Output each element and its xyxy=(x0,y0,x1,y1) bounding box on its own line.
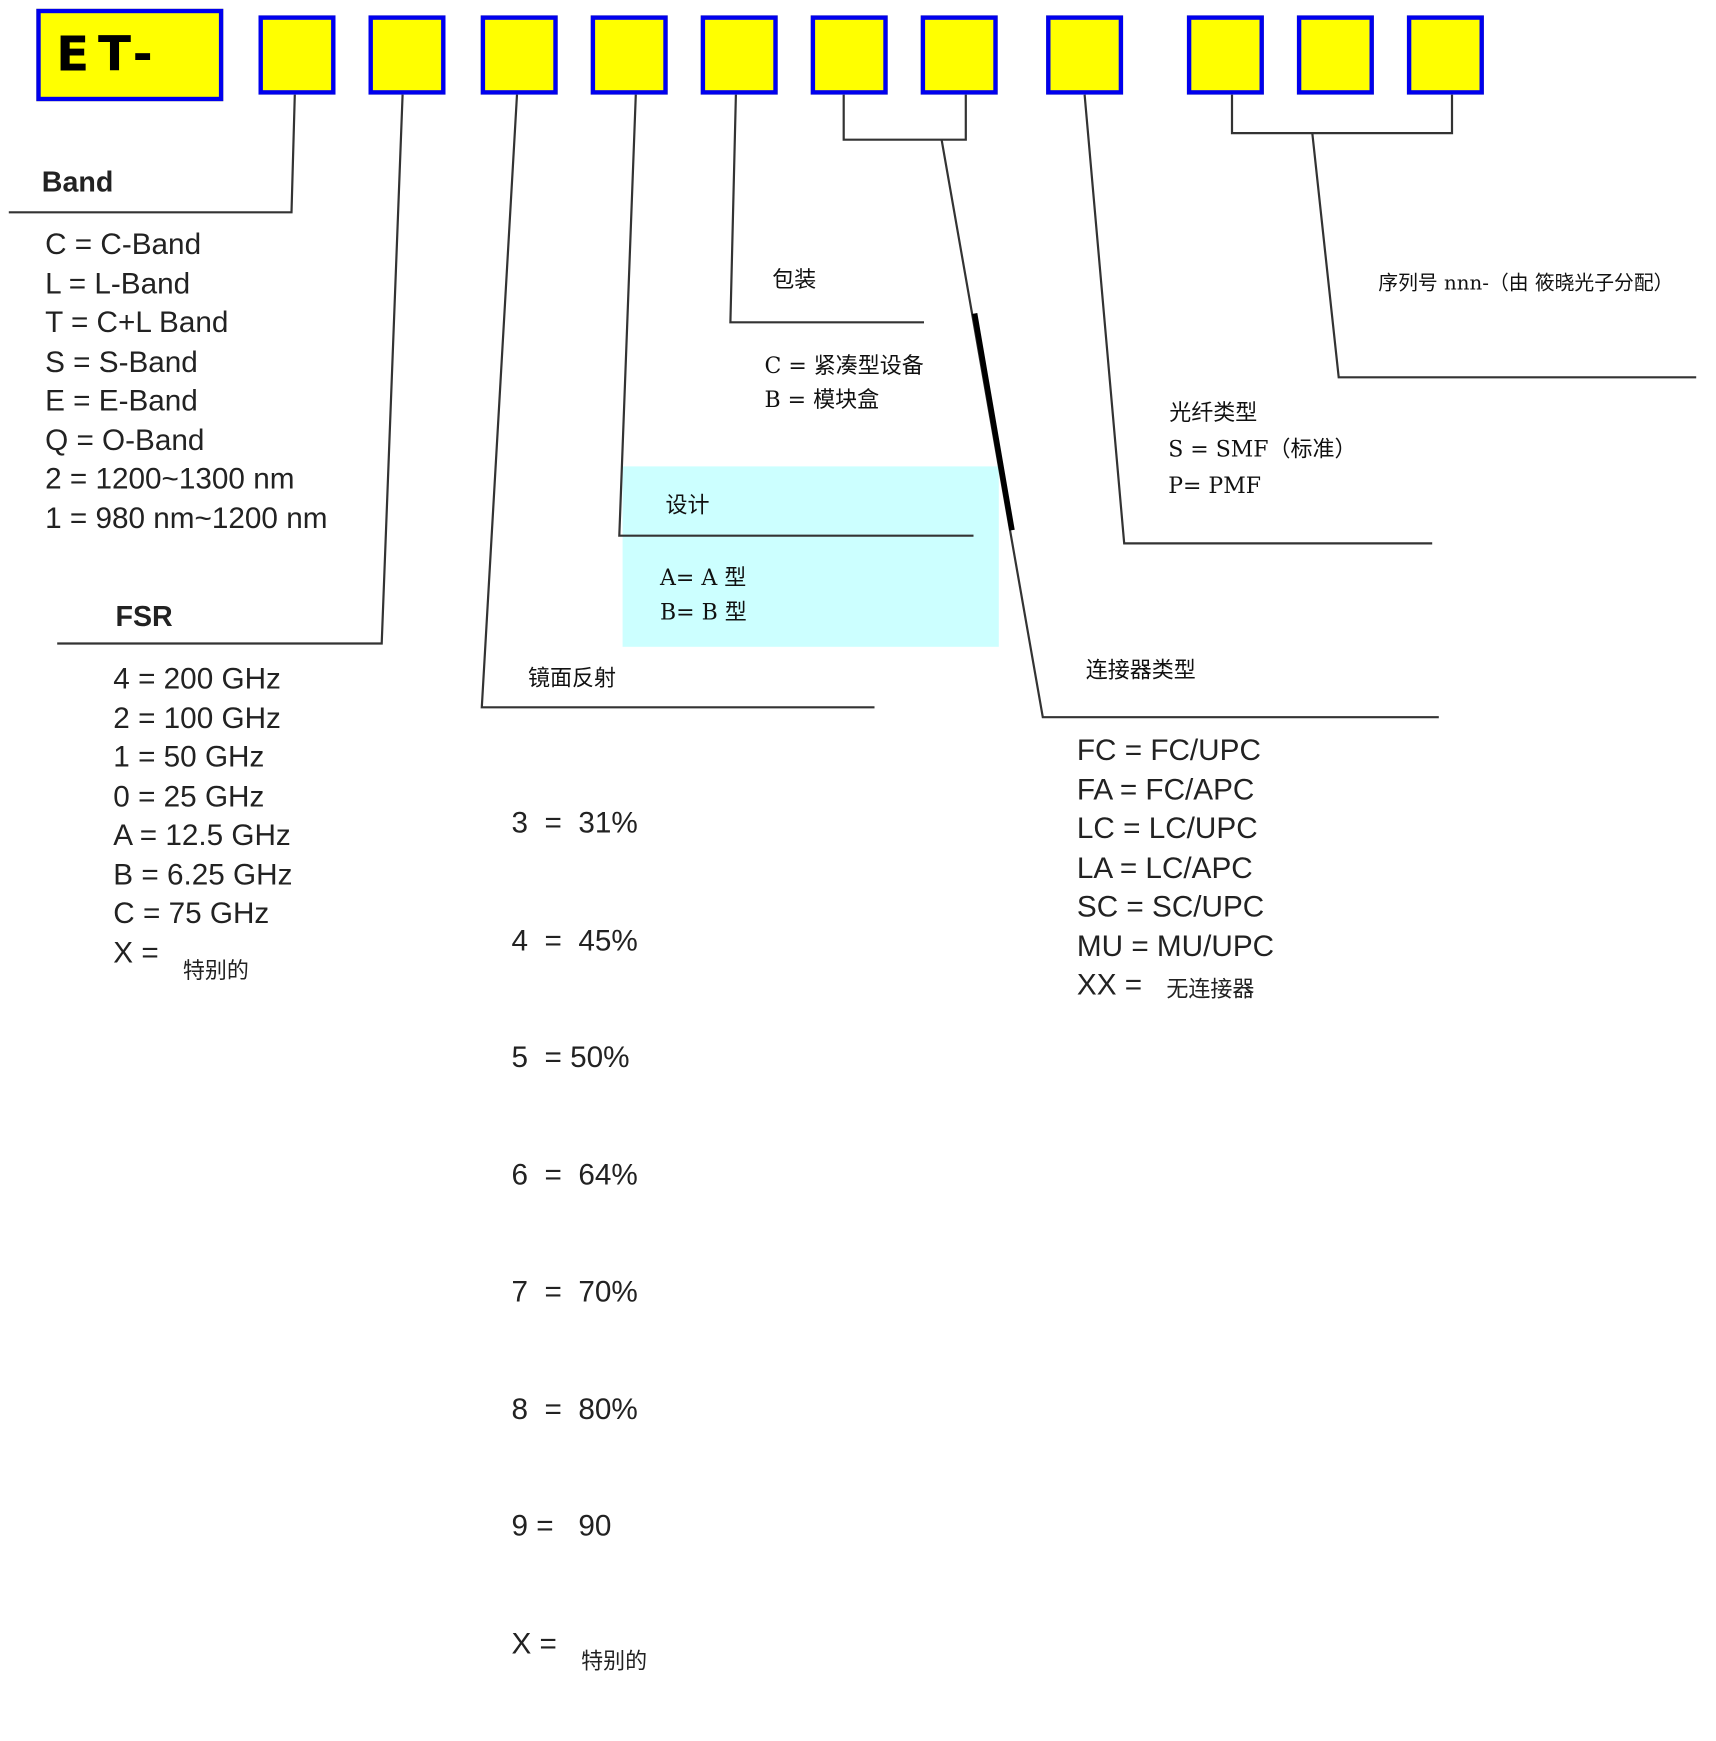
serial-leader-line xyxy=(1311,132,1697,379)
connector-item: SC = SC/UPC xyxy=(1076,889,1265,923)
connector-title: 连接器类型 xyxy=(1085,656,1196,684)
mirror-item: 3 = 31% xyxy=(511,806,638,840)
connector-item: LC = LC/UPC xyxy=(1076,811,1258,845)
serial-bracket xyxy=(1230,94,1454,135)
band-leader-line xyxy=(8,94,296,214)
fsr-item: A = 12.5 GHz xyxy=(113,818,291,852)
mirror-leader-line xyxy=(480,94,875,709)
code-slot-fsr xyxy=(368,15,446,95)
mirror-item-special: X = 特别的 xyxy=(511,1624,648,1673)
design-leader-line xyxy=(618,94,974,537)
serial-title: 序列号 nnn-（由 筱晓光子分配） xyxy=(1378,271,1674,295)
mirror-item: 7 = 70% xyxy=(511,1274,638,1308)
package-title: 包装 xyxy=(772,266,817,293)
band-item: 1 = 980 nm~1200 nm xyxy=(45,501,328,535)
code-slot-serial-3 xyxy=(1406,15,1484,95)
code-slot-fiber xyxy=(1046,15,1124,95)
fiber-title: 光纤类型 xyxy=(1169,399,1258,426)
fsr-special-meaning: 特别的 xyxy=(182,956,249,983)
fsr-item: 2 = 100 GHz xyxy=(113,701,281,735)
fsr-item: 4 = 200 GHz xyxy=(113,662,281,696)
design-highlight xyxy=(622,466,999,647)
connector-item: FA = FC/APC xyxy=(1076,772,1255,806)
connector-lines xyxy=(8,94,1697,719)
band-list: C = C-Band L = L-Band T = C+L Band S = S… xyxy=(45,226,327,538)
band-item: Q = O-Band xyxy=(45,422,205,456)
design-item: B= B 型 xyxy=(660,598,747,625)
code-slot-connector-2 xyxy=(920,15,998,95)
band-item: 2 = 1200~1300 nm xyxy=(45,462,295,495)
connector-item: FC = FC/UPC xyxy=(1076,733,1261,767)
fsr-item: 1 = 50 GHz xyxy=(113,740,265,774)
connector-bracket xyxy=(842,94,967,141)
mirror-item: 4 = 45% xyxy=(511,923,638,957)
fsr-item-special: X = 特别的 xyxy=(113,933,292,983)
band-item: T = C+L Band xyxy=(45,305,229,339)
part-number-diagram: ET- Band C = C-Band L = L-Band T = C+L B… xyxy=(8,8,1697,1674)
mirror-special-code: X = xyxy=(511,1626,557,1660)
code-slot-serial-1 xyxy=(1186,15,1264,95)
connector-item: MU = MU/UPC xyxy=(1076,928,1275,962)
band-item: E = E-Band xyxy=(45,383,198,417)
fsr-item: C = 75 GHz xyxy=(113,896,270,930)
fsr-list: 4 = 200 GHz 2 = 100 GHz 1 = 50 GHz 0 = 2… xyxy=(113,660,293,983)
package-item: B = 模块盒 xyxy=(764,386,880,413)
fsr-item: 0 = 25 GHz xyxy=(113,779,265,813)
fsr-leader-line xyxy=(57,94,404,645)
band-item: C = C-Band xyxy=(45,227,202,261)
code-slot-band xyxy=(258,15,336,95)
band-item: S = S-Band xyxy=(45,344,198,378)
design-item: A= A 型 xyxy=(660,564,747,591)
prefix-box: ET- xyxy=(36,8,224,102)
fsr-special-code: X = xyxy=(113,935,159,969)
mirror-title: 镜面反射 xyxy=(528,664,616,691)
connector-leader-thick xyxy=(971,313,1015,531)
fsr-title: FSR xyxy=(115,599,173,633)
code-slot-mirror xyxy=(480,15,558,95)
code-slot-package xyxy=(700,15,778,95)
package-list: C = 紧凑型设备 B = 模块盒 xyxy=(765,349,924,417)
code-slot-design xyxy=(590,15,668,95)
connector-item-special: XX = 无连接器 xyxy=(1077,966,1274,1005)
fsr-item: B = 6.25 GHz xyxy=(113,857,293,891)
mirror-item: 9 = 90 xyxy=(511,1509,612,1543)
code-slot-serial-2 xyxy=(1296,15,1374,95)
fiber-list: S = SMF（标准） P= PMF xyxy=(1168,431,1356,504)
band-title: Band xyxy=(41,165,114,198)
design-title: 设计 xyxy=(665,491,710,519)
band-item: L = L-Band xyxy=(45,266,191,300)
fiber-leader-line xyxy=(1083,94,1433,545)
package-item: C = 紧凑型设备 xyxy=(764,352,924,379)
connector-special-meaning: 无连接器 xyxy=(1166,975,1255,1003)
fiber-item: S = SMF（标准） xyxy=(1168,435,1357,462)
mirror-list: 3 = 31% 4 = 45% 5 = 50% 6 = 64% 7 = 70% … xyxy=(512,726,648,1741)
connector-item: LA = LC/APC xyxy=(1076,850,1253,884)
fiber-item: P= PMF xyxy=(1168,471,1262,499)
connector-leader-line xyxy=(940,139,1439,719)
design-list: A= A 型 B= B 型 xyxy=(660,561,747,629)
mirror-special-meaning: 特别的 xyxy=(581,1647,648,1674)
package-leader-line xyxy=(729,94,925,324)
mirror-item: 6 = 64% xyxy=(511,1157,638,1191)
connector-special-code: XX = xyxy=(1076,968,1143,1001)
connector-list: FC = FC/UPC FA = FC/APC LC = LC/UPC LA =… xyxy=(1077,732,1274,1005)
code-slot-connector-1 xyxy=(810,15,888,95)
mirror-item: 8 = 80% xyxy=(511,1392,638,1426)
mirror-item: 5 = 50% xyxy=(511,1040,630,1074)
